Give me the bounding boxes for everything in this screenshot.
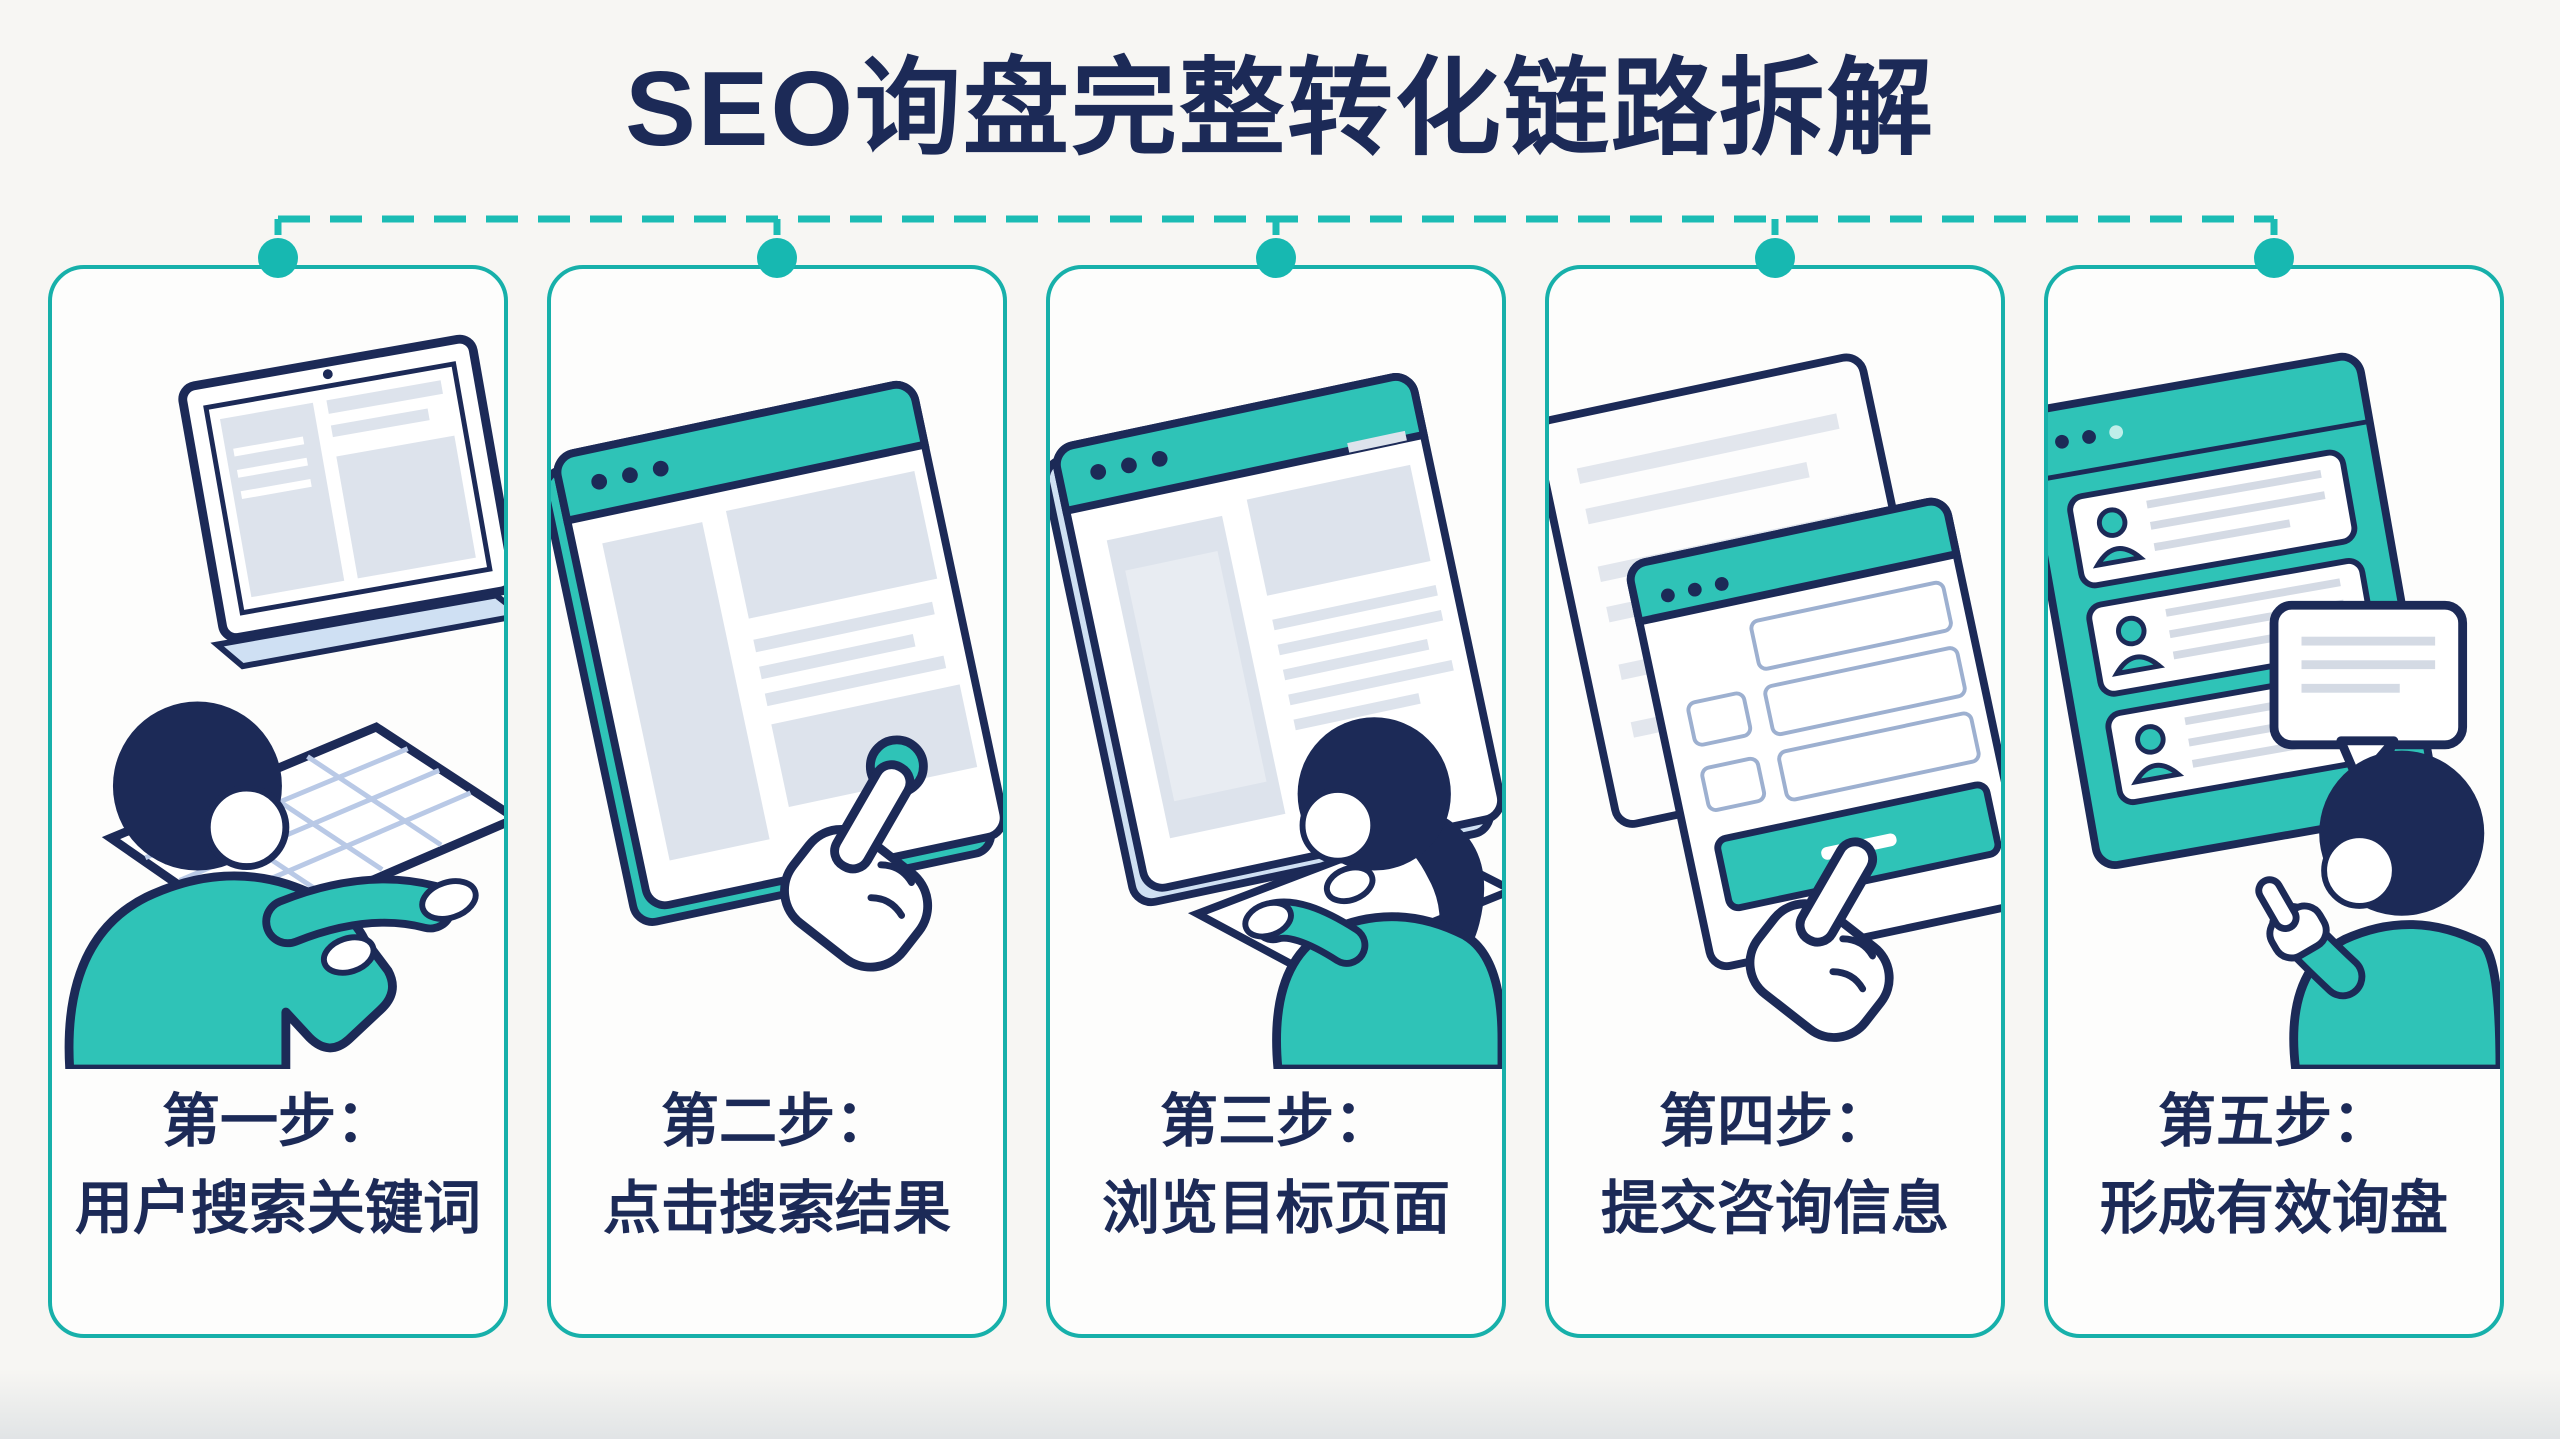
step-card-4: 第四步： 提交咨询信息 — [1545, 265, 2005, 1338]
laptop-screen-icon — [178, 334, 504, 642]
hand-submitting-form-icon — [1549, 283, 2001, 1069]
step-label: 第一步： — [161, 1089, 394, 1154]
step-label: 第三步： — [1159, 1089, 1392, 1154]
man-reviewing-inquiry-list-icon — [2048, 283, 2500, 1069]
woman-icon — [1242, 717, 1502, 1069]
step-label: 第四步： — [1658, 1089, 1891, 1154]
cursor-hand-icon — [1745, 837, 1894, 1042]
pointing-hand-icon — [2255, 876, 2330, 962]
step-description: 用户搜索关键词 — [74, 1176, 481, 1241]
person-icon — [64, 701, 479, 1069]
woman-browsing-webpage-icon — [1050, 283, 1502, 1069]
hand-clicking-search-result-icon — [551, 283, 1003, 1069]
browser-window-icon — [551, 380, 1003, 926]
step-card-1: 第一步： 用户搜索关键词 — [48, 265, 508, 1338]
inquiry-row — [2067, 449, 2358, 589]
step-label: 第二步： — [660, 1089, 893, 1154]
step-description: 形成有效询盘 — [2099, 1176, 2448, 1241]
step-card-2: 第二步： 点击搜索结果 — [547, 265, 1007, 1338]
laptop-hinge — [210, 592, 504, 670]
step-card-5: 第五步： 形成有效询盘 — [2044, 265, 2504, 1338]
step-description: 提交咨询信息 — [1600, 1176, 1949, 1241]
steps-row: 第一步： 用户搜索关键词 — [48, 265, 2504, 1338]
step-description: 浏览目标页面 — [1101, 1176, 1450, 1241]
page-title: SEO询盘完整转化链路拆解 — [625, 50, 1935, 168]
user-typing-on-laptop-icon — [52, 283, 504, 1069]
step-card-3: 第三步： 浏览目标页面 — [1046, 265, 1506, 1338]
step-description: 点击搜索结果 — [602, 1176, 951, 1241]
man-icon — [2255, 750, 2500, 1069]
cursor-hand-icon — [780, 760, 933, 972]
step-label: 第五步： — [2157, 1089, 2390, 1154]
